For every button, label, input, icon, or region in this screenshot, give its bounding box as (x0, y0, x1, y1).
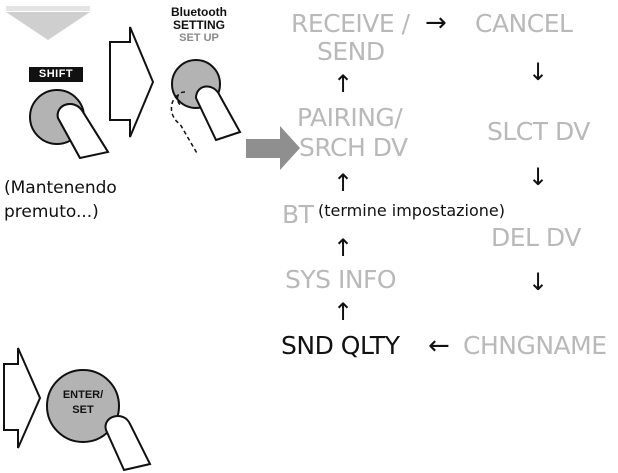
finger-bluetooth-icon (194, 85, 242, 142)
arrow-up-icon: ↑ (333, 298, 354, 326)
menu-del-dv: DEL DV (491, 223, 581, 252)
menu-receive-send-1: RECEIVE / (291, 9, 410, 38)
shift-label-box (29, 67, 83, 82)
menu-slct-dv: SLCT DV (487, 117, 590, 146)
dark-arrow-icon (246, 126, 300, 170)
menu-receive-send-2: SEND (317, 37, 385, 66)
enter-label-1: ENTER/ (62, 389, 104, 401)
menu-cancel: CANCEL (475, 9, 573, 38)
menu-bt: BT (282, 200, 314, 229)
menu-snd-qlty: SND QLTY (281, 331, 400, 360)
arrow-up-icon: ↑ (333, 234, 354, 262)
menu-pairing-2: SRCH DV (299, 133, 408, 162)
menu-sys-info: SYS INFO (285, 265, 397, 294)
arrow-up-icon: ↑ (333, 169, 354, 197)
step-arrow-icon (109, 26, 155, 138)
bluetooth-label-2: SETTING (172, 18, 225, 32)
enter-label-2: SET (72, 404, 94, 416)
hold-note-line-1: (Mantenendo (4, 178, 117, 198)
arrow-down-icon: ↓ (528, 58, 549, 86)
arrow-left-icon: ← (428, 331, 450, 361)
finger-ghost-icon (170, 91, 199, 156)
arrow-down-icon: ↓ (528, 268, 549, 296)
hold-note-line-2: premuto...) (4, 202, 99, 222)
menu-chngname: CHNGNAME (463, 331, 607, 360)
arrow-down-icon: ↓ (528, 163, 549, 191)
arrow-right-icon: → (425, 8, 447, 38)
arrow-up-icon: ↑ (333, 70, 354, 98)
menu-pairing-1: PAIRING/ (297, 103, 403, 132)
finger-enter-icon (104, 415, 152, 472)
bluetooth-label-1: Bluetooth (171, 5, 227, 19)
step-arrow-2-icon (3, 347, 42, 449)
shift-label: SHIFT (38, 68, 74, 80)
press-down-arrow-icon (6, 6, 90, 40)
bluetooth-label-3: SET UP (179, 32, 219, 44)
enter-set-button[interactable] (46, 369, 120, 443)
end-setting-note: (termine impostazione) (318, 201, 506, 220)
